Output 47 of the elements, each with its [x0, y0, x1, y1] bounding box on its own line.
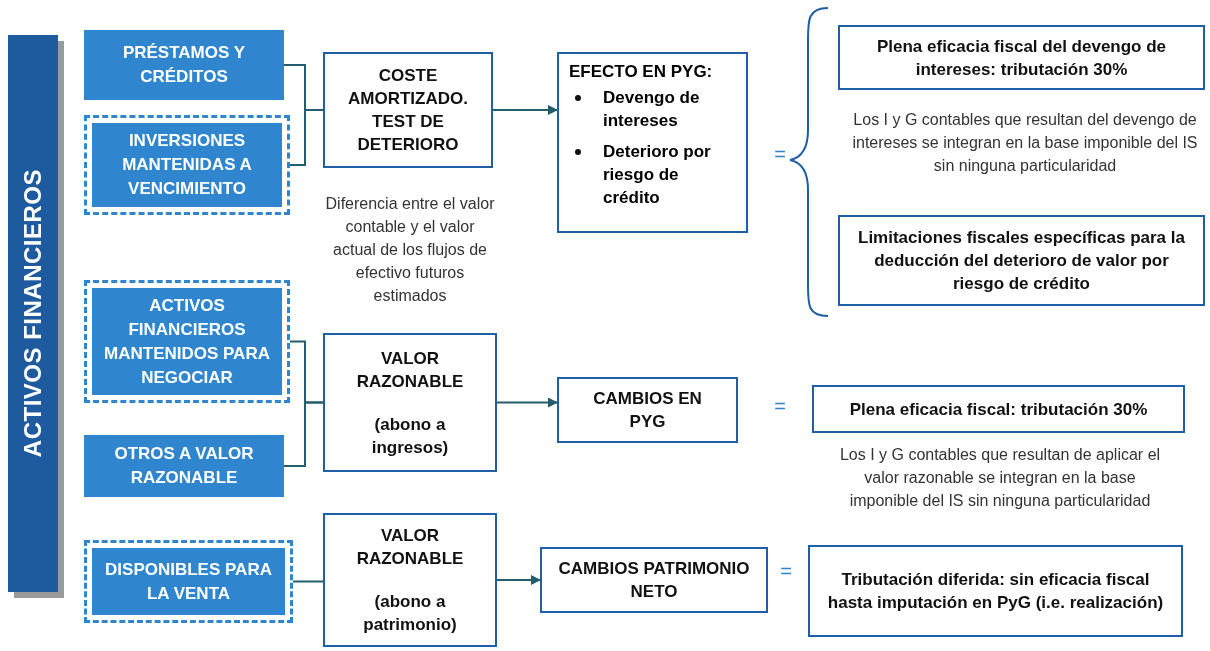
effect-box	[540, 547, 768, 613]
box-text: Limitaciones fiscales específicas para la deducción del deterioro de valor por riesgo de crédito	[857, 227, 1186, 295]
note-text: Los I y G contables que resultan del devengo de intereses se integran en la base imponible del IS sin ninguna particularidad	[851, 110, 1199, 176]
box-text: CAMBIOS PATRIMONIO NETO	[557, 558, 751, 603]
effect-box	[557, 377, 738, 443]
result-box	[838, 215, 1205, 306]
category-box	[84, 435, 284, 497]
equals-sign: =	[779, 560, 793, 583]
category-box	[84, 115, 290, 215]
bullet-item: Deterioro por riesgo de crédito	[603, 141, 712, 209]
result-box	[812, 385, 1185, 433]
box-text: VALOR RAZONABLE	[355, 525, 465, 570]
box-text: ACTIVOS FINANCIEROS MANTENIDOS PARA NEGOCIAR	[103, 294, 271, 389]
box-heading: EFECTO EN PYG:	[569, 62, 713, 82]
result-box	[838, 25, 1205, 90]
category-box	[84, 540, 293, 623]
box-text: ACTIVOS FINANCIEROS	[19, 169, 47, 458]
box-text: COSTE AMORTIZADO. TEST DE DETERIORO	[347, 65, 469, 156]
box-text: Plena eficacia fiscal: tributación 30%	[849, 398, 1148, 421]
effect-box	[557, 52, 748, 233]
method-box	[323, 52, 493, 168]
box-text: VALOR RAZONABLE	[355, 347, 465, 393]
arrow	[496, 575, 541, 585]
category-box	[84, 30, 284, 100]
category-box	[84, 280, 290, 403]
connector-line	[283, 401, 324, 467]
box-text: DISPONIBLES PARA LA VENTA	[104, 558, 273, 605]
box-text: Tributación diferida: sin eficacia fiscal hasta imputación en PyG (i.e. realización)	[826, 569, 1165, 614]
arrow	[492, 105, 558, 115]
equals-sign: =	[773, 143, 787, 166]
method-box	[323, 513, 497, 647]
box-subtext: (abono a ingresos)	[370, 413, 450, 459]
note-text: Diferencia entre el valor contable y el valor actual de los flujos de efectivo futuros estimados	[324, 194, 496, 306]
connector-line	[289, 109, 324, 166]
box-text: CAMBIOS EN PYG	[592, 388, 703, 433]
arrow	[496, 397, 558, 408]
box-text: Plena eficacia fiscal del devengo de intereses: tributación 30%	[875, 35, 1168, 81]
connector-line	[292, 580, 324, 583]
box-text: PRÉSTAMOS Y CRÉDITOS	[121, 42, 247, 88]
result-box	[808, 545, 1183, 637]
box-text: INVERSIONES MANTENIDAS A VENCIMIENTO	[121, 130, 253, 200]
method-box	[323, 333, 497, 472]
bullet-item: Devengo de intereses	[603, 87, 701, 132]
equals-sign: =	[773, 395, 787, 418]
box-text: OTROS A VALOR RAZONABLE	[113, 443, 255, 489]
box-subtext: (abono a patrimonio)	[362, 591, 458, 636]
note-text: Los I y G contables que resultan de aplicar el valor razonable se integran en la base imponible del IS sin ninguna particularidad	[838, 445, 1162, 511]
